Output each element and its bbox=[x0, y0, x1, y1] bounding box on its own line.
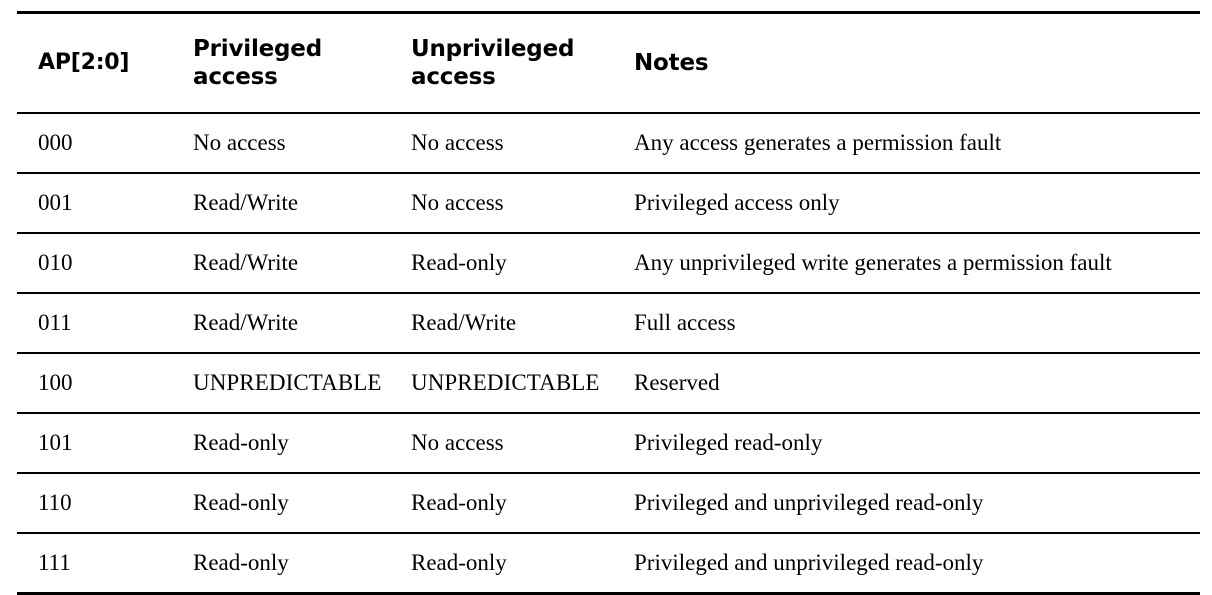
column-header-unprivileged-line1: Unprivileged bbox=[411, 35, 575, 62]
table-header-row: AP[2:0] Privileged access Unprivileged a… bbox=[17, 11, 1200, 114]
cell-privileged-access: Read/Write bbox=[172, 293, 390, 354]
cell-ap: 100 bbox=[17, 353, 172, 414]
cell-ap: 000 bbox=[17, 113, 172, 174]
cell-notes: Privileged read-only bbox=[613, 413, 1200, 474]
cell-ap: 011 bbox=[17, 293, 172, 354]
table-row: 111 Read-only Read-only Privileged and u… bbox=[17, 533, 1200, 595]
cell-privileged-access: Read-only bbox=[172, 413, 390, 474]
table-container: AP[2:0] Privileged access Unprivileged a… bbox=[17, 11, 1200, 595]
cell-privileged-access: Read/Write bbox=[172, 173, 390, 234]
column-header-privileged-line2: access bbox=[193, 64, 278, 90]
cell-unprivileged-access: Read-only bbox=[390, 473, 613, 534]
cell-unprivileged-access: Read-only bbox=[390, 233, 613, 294]
table-row: 011 Read/Write Read/Write Full access bbox=[17, 293, 1200, 354]
table-row: 101 Read-only No access Privileged read-… bbox=[17, 413, 1200, 474]
cell-privileged-access: Read-only bbox=[172, 533, 390, 595]
cell-notes: Any unprivileged write generates a permi… bbox=[613, 233, 1200, 294]
cell-notes: Privileged and unprivileged read-only bbox=[613, 473, 1200, 534]
column-header-ap-line1: AP[2:0] bbox=[38, 49, 130, 75]
cell-unprivileged-access: Read-only bbox=[390, 533, 613, 595]
table-row: 001 Read/Write No access Privileged acce… bbox=[17, 173, 1200, 234]
cell-notes: Full access bbox=[613, 293, 1200, 354]
cell-unprivileged-access: No access bbox=[390, 113, 613, 174]
column-header-unprivileged-access: Unprivileged access bbox=[390, 11, 613, 114]
column-header-ap: AP[2:0] bbox=[17, 11, 172, 114]
cell-ap: 101 bbox=[17, 413, 172, 474]
table-body: 000 No access No access Any access gener… bbox=[17, 113, 1200, 595]
cell-ap: 001 bbox=[17, 173, 172, 234]
cell-notes: Reserved bbox=[613, 353, 1200, 414]
cell-notes: Any access generates a permission fault bbox=[613, 113, 1200, 174]
column-header-unprivileged-line2: access bbox=[411, 64, 496, 90]
cell-notes: Privileged and unprivileged read-only bbox=[613, 533, 1200, 595]
table-row: 010 Read/Write Read-only Any unprivilege… bbox=[17, 233, 1200, 294]
memory-access-permissions-table: AP[2:0] Privileged access Unprivileged a… bbox=[17, 11, 1200, 595]
cell-unprivileged-access: No access bbox=[390, 413, 613, 474]
column-header-privileged-line1: Privileged bbox=[193, 35, 322, 62]
table-row: 100 UNPREDICTABLE UNPREDICTABLE Reserved bbox=[17, 353, 1200, 414]
cell-privileged-access: Read-only bbox=[172, 473, 390, 534]
cell-unprivileged-access: Read/Write bbox=[390, 293, 613, 354]
cell-ap: 111 bbox=[17, 533, 172, 595]
column-header-privileged-access: Privileged access bbox=[172, 11, 390, 114]
column-header-notes-line1: Notes bbox=[634, 49, 709, 76]
cell-ap: 110 bbox=[17, 473, 172, 534]
cell-privileged-access: No access bbox=[172, 113, 390, 174]
column-header-notes: Notes bbox=[613, 11, 1200, 114]
cell-privileged-access: UNPREDICTABLE bbox=[172, 353, 390, 414]
table-header: AP[2:0] Privileged access Unprivileged a… bbox=[17, 11, 1200, 114]
table-row: 000 No access No access Any access gener… bbox=[17, 113, 1200, 174]
cell-privileged-access: Read/Write bbox=[172, 233, 390, 294]
cell-notes: Privileged access only bbox=[613, 173, 1200, 234]
table-row: 110 Read-only Read-only Privileged and u… bbox=[17, 473, 1200, 534]
cell-unprivileged-access: UNPREDICTABLE bbox=[390, 353, 613, 414]
cell-ap: 010 bbox=[17, 233, 172, 294]
cell-unprivileged-access: No access bbox=[390, 173, 613, 234]
